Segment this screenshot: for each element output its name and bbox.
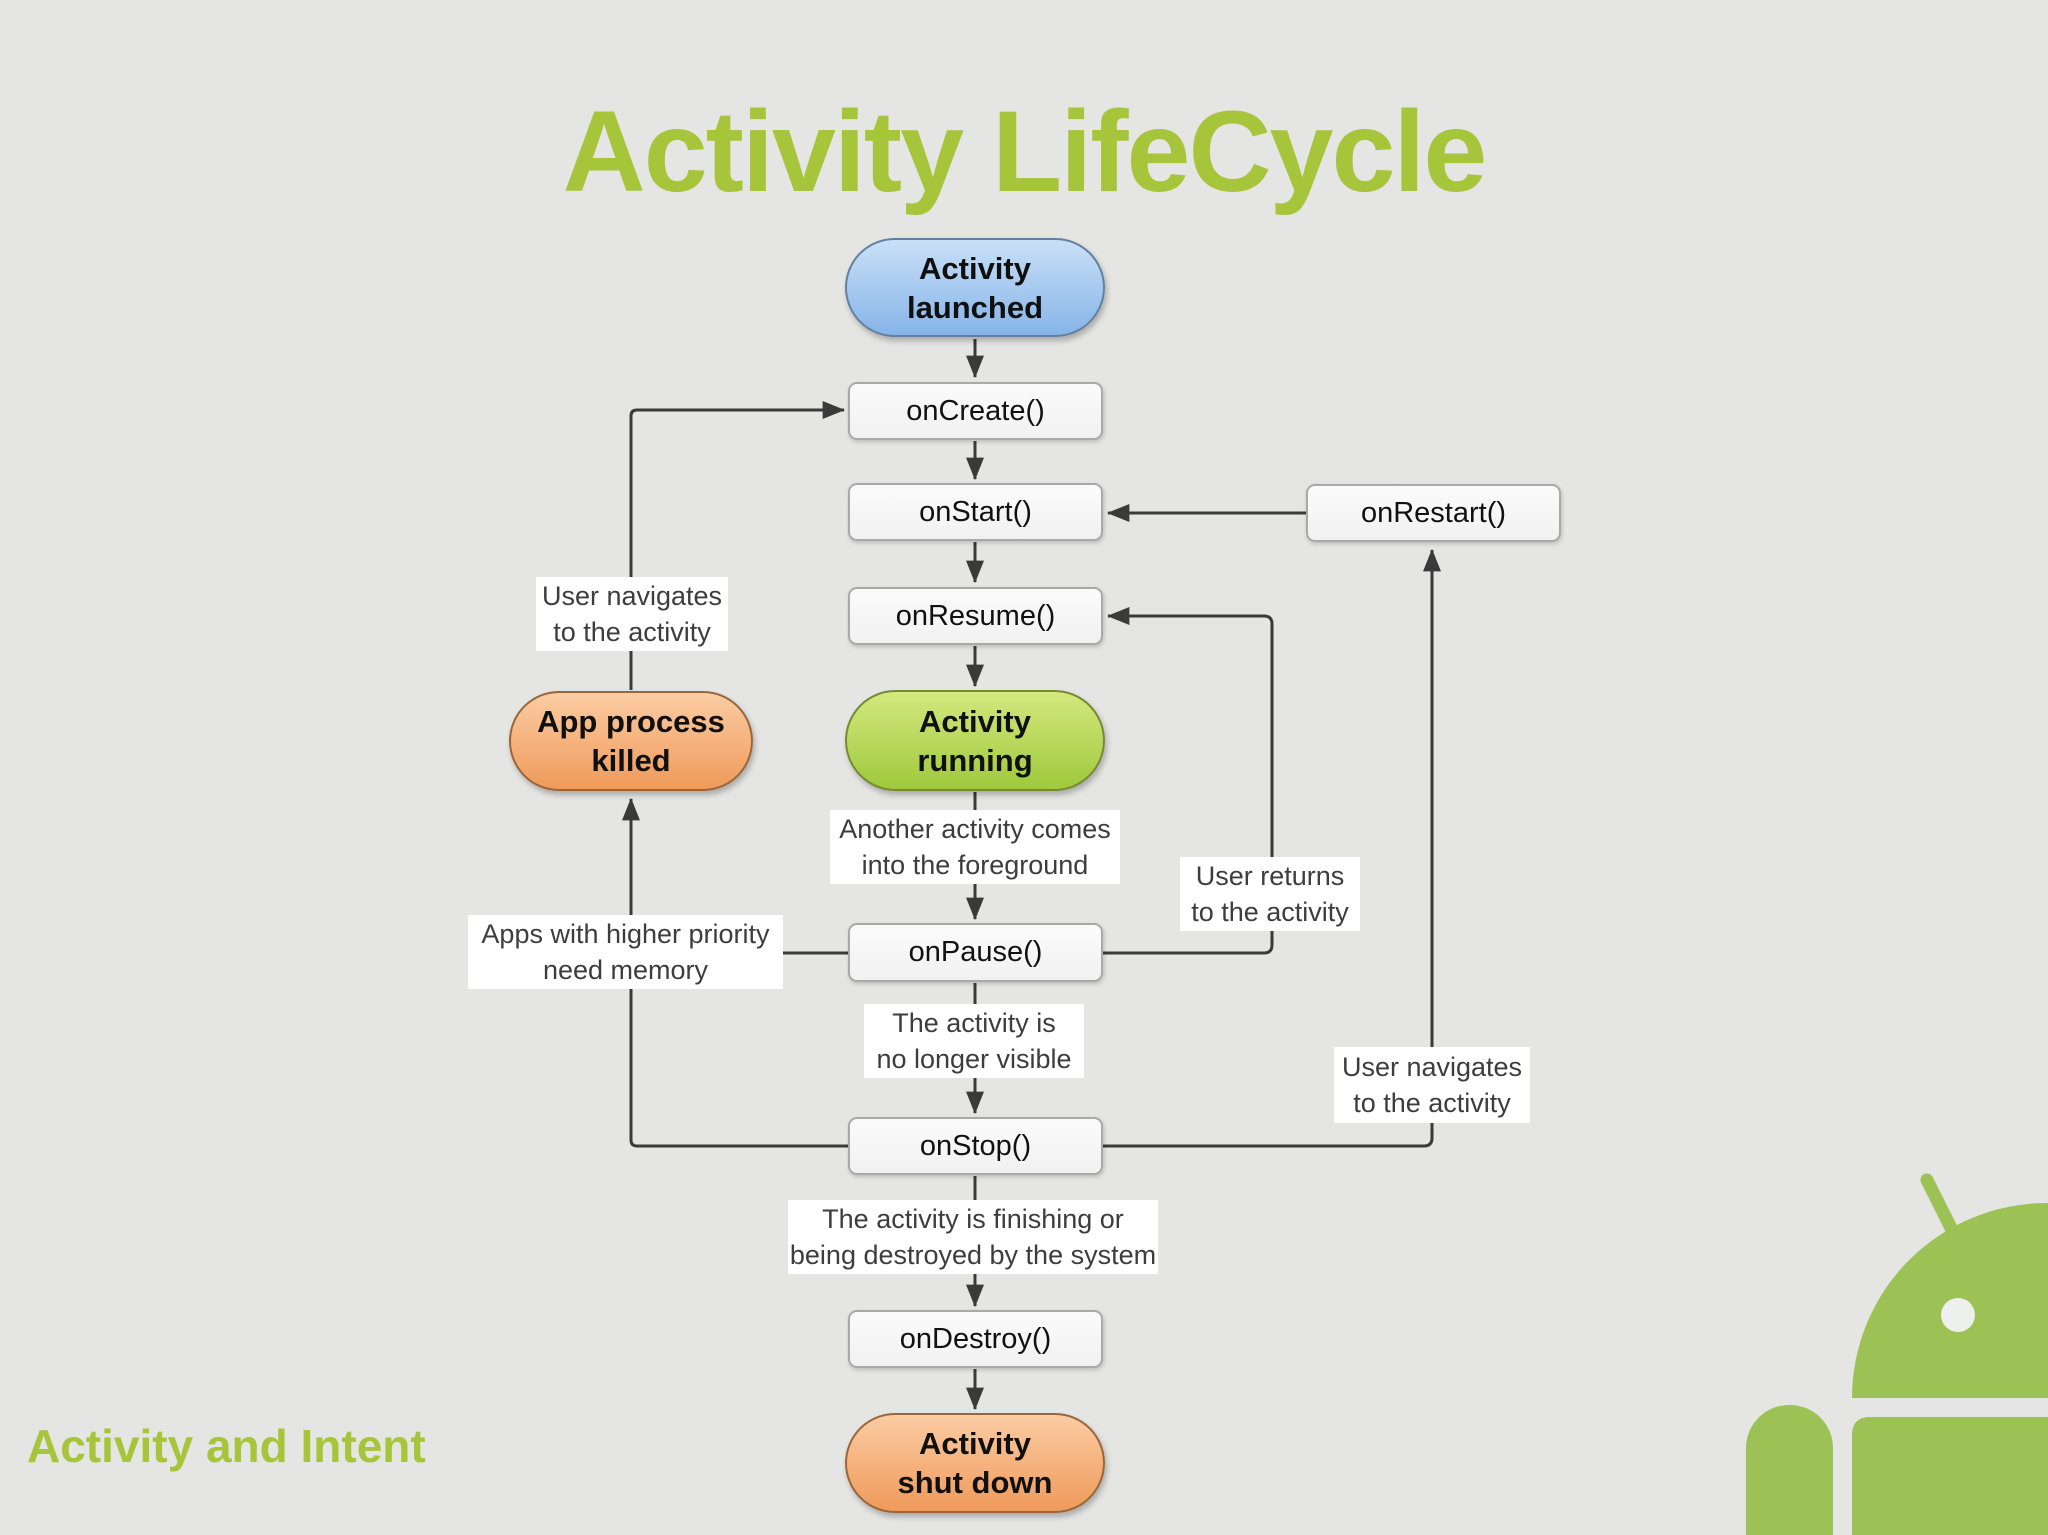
page-title: Activity LifeCycle [562,88,1488,216]
node-activity-shut-down: Activity shut down [845,1413,1105,1513]
node-onresume: onResume() [848,587,1103,645]
edge-onstop-to-killed [622,797,848,1148]
android-arm-icon [1746,1405,1833,1535]
footer-text: Activity and Intent [27,1420,426,1472]
android-eye-icon [1941,1298,1975,1332]
node-activity-launched: Activity launched [845,238,1105,337]
edge-killed-to-oncreate [629,401,846,690]
node-app-process-killed: App process killed [509,691,753,791]
annotation-activity-finishing: The activity is finishing or being destr… [788,1200,1158,1274]
annotation-user-navigates-left: User navigates to the activity [536,577,728,651]
annotation-another-activity-foreground: Another activity comes into the foregrou… [830,810,1120,884]
node-onrestart: onRestart() [1306,484,1561,542]
node-ondestroy: onDestroy() [848,1310,1103,1368]
annotation-user-navigates-right: User navigates to the activity [1334,1047,1530,1123]
edge-onstop-to-onrestart [1103,548,1441,1148]
node-activity-running: Activity running [845,690,1105,791]
node-onstop: onStop() [848,1117,1103,1175]
node-onpause: onPause() [848,923,1103,982]
node-oncreate: onCreate() [848,382,1103,440]
annotation-activity-no-longer-visible: The activity is no longer visible [864,1004,1084,1078]
annotation-apps-higher-priority: Apps with higher priority need memory [468,915,783,989]
edge-onpause-to-onresume [1103,607,1274,955]
annotation-user-returns: User returns to the activity [1180,857,1360,931]
android-robot-logo [1746,1173,2048,1535]
android-body-icon [1852,1417,2048,1535]
node-onstart: onStart() [848,483,1103,541]
